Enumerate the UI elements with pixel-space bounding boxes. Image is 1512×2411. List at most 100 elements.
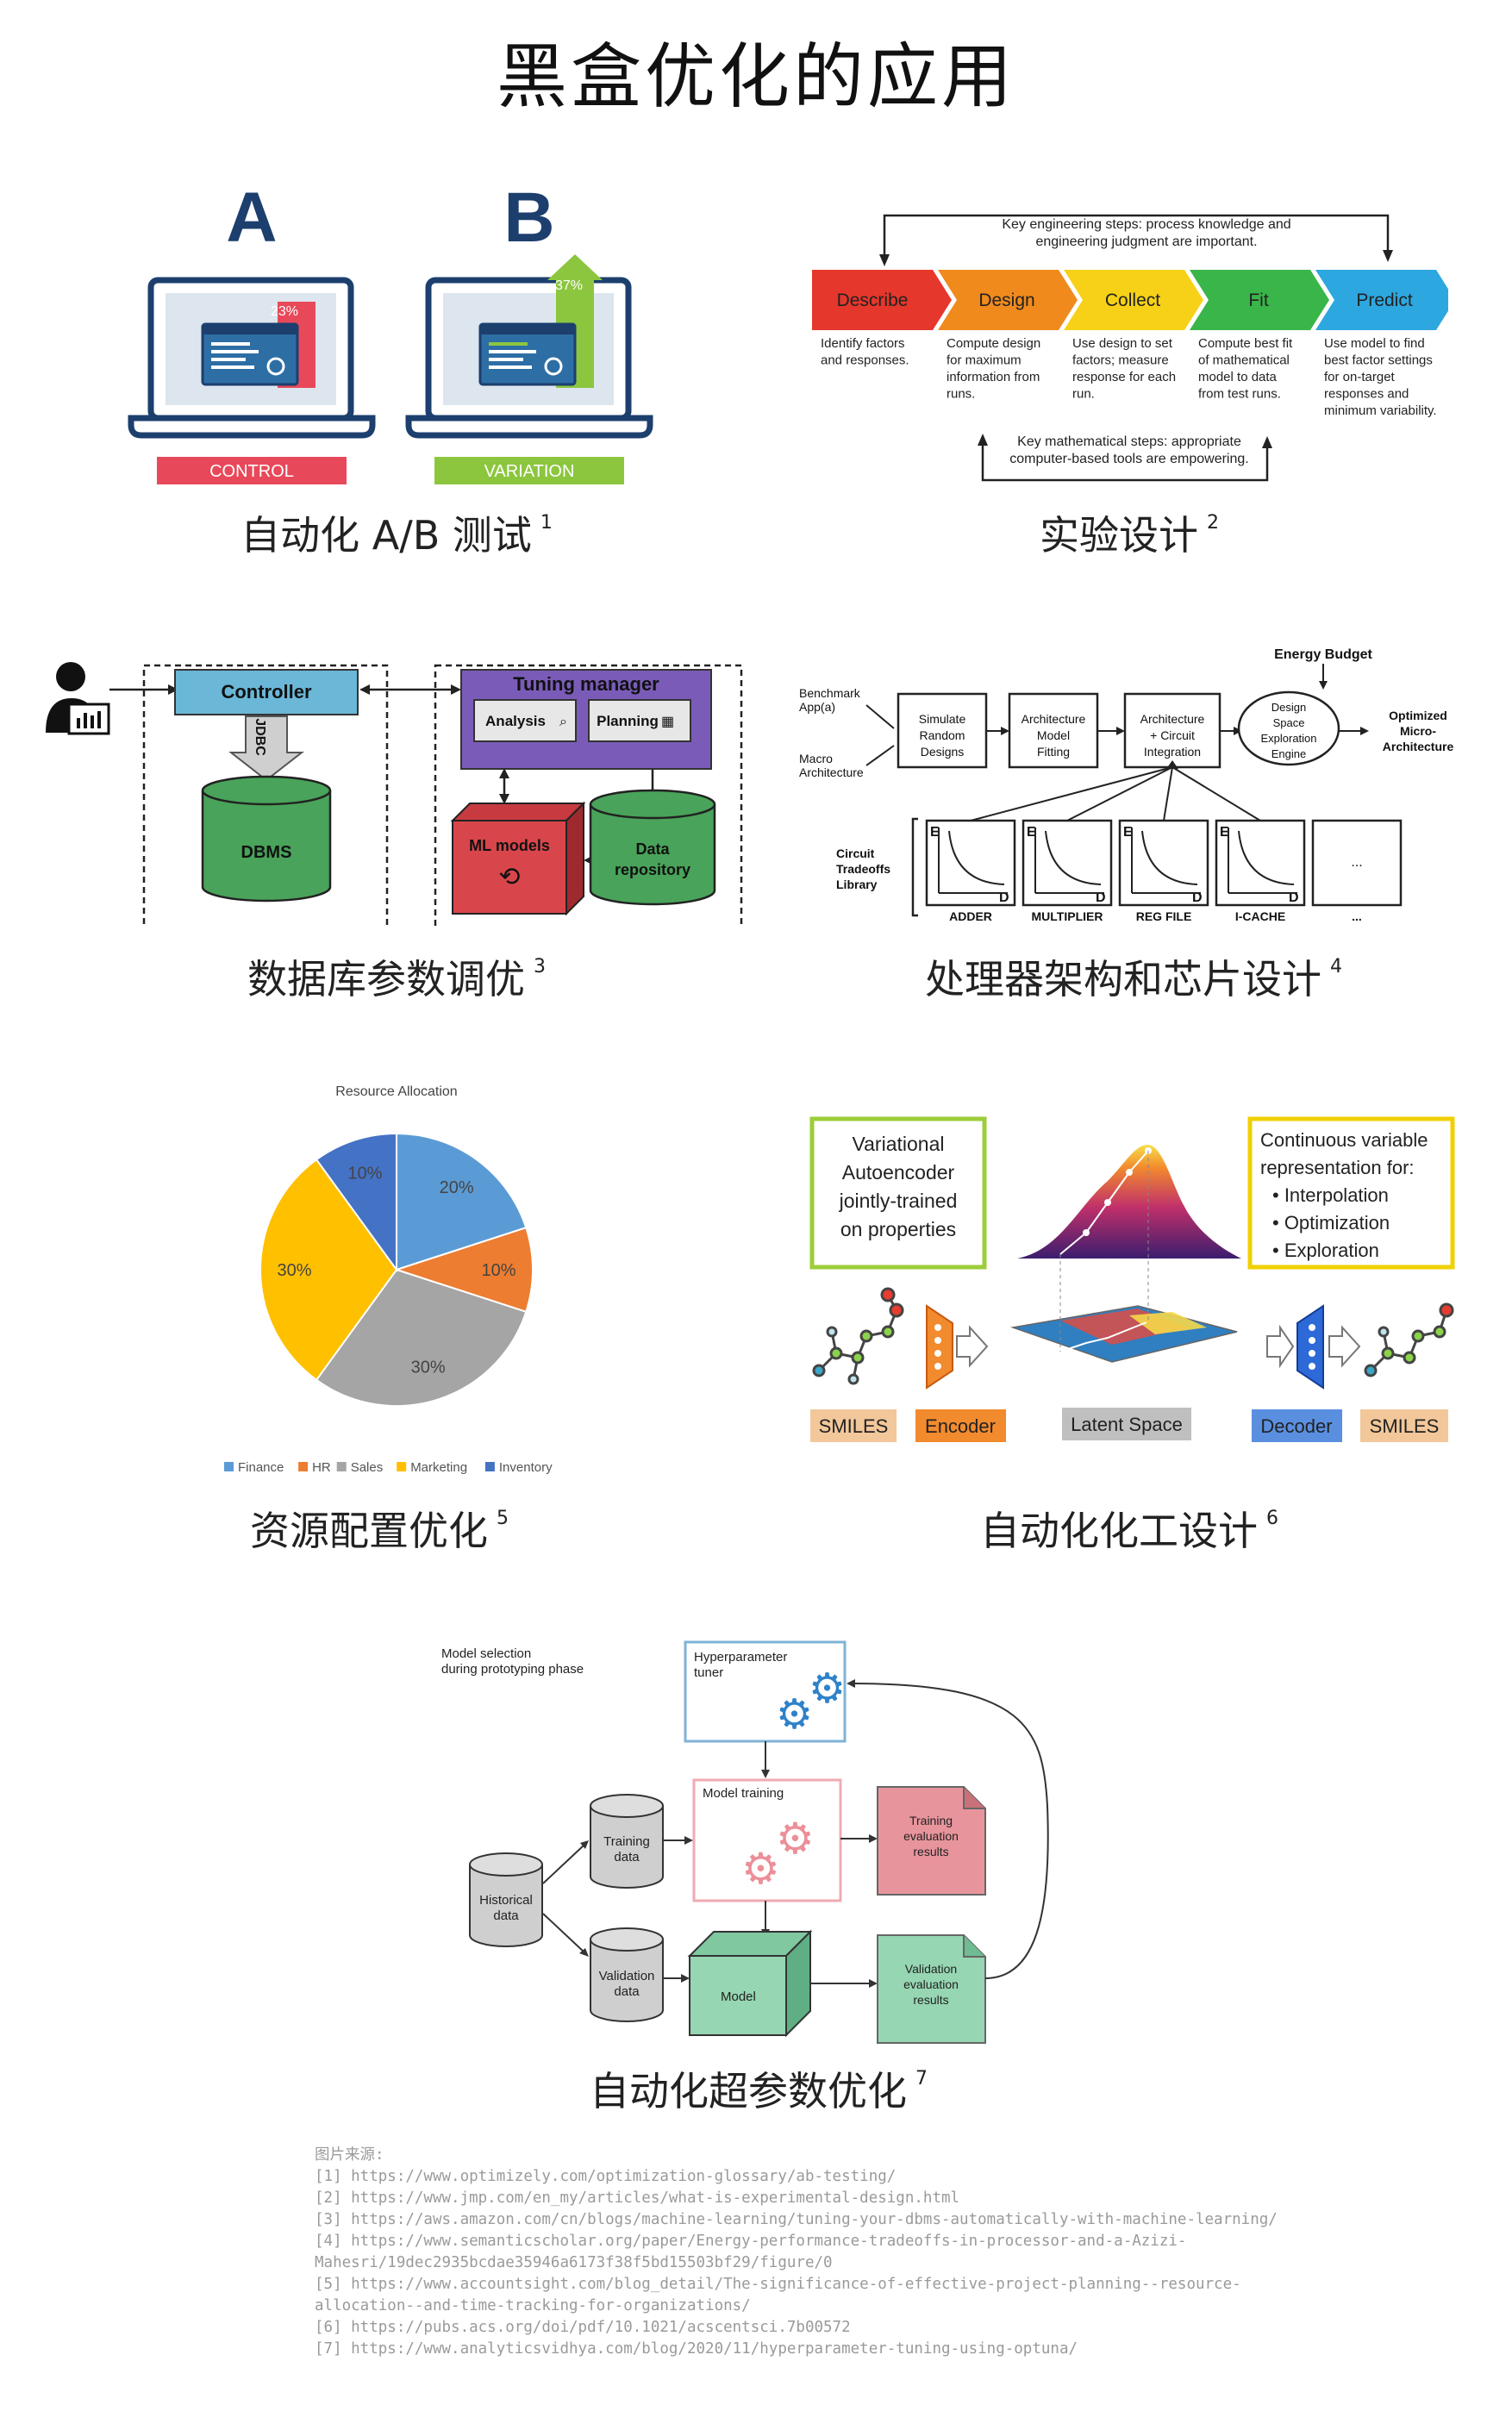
val-eval-text: Validation: [905, 1962, 957, 1976]
integ-text: Integration: [1144, 745, 1201, 759]
circuit-cell: [1022, 819, 1113, 907]
pie-labels: 20%10%30%30%10%: [277, 1164, 515, 1377]
latent-landscape: [1010, 1144, 1241, 1363]
cont-text: representation for:: [1260, 1157, 1415, 1178]
cont-text: Continuous variable: [1260, 1129, 1428, 1151]
step-description: Identify factors: [821, 336, 905, 351]
lib-text: Tradeoffs: [836, 862, 890, 876]
step-chevron: [1315, 270, 1448, 330]
cont-bullet: • Interpolation: [1272, 1184, 1389, 1206]
doe-bottom-note-1: Key mathematical steps: appropriate: [1017, 434, 1241, 449]
pie-slice-label: 10%: [481, 1261, 515, 1280]
reference-line: [6] https://pubs.acs.org/doi/pdf/10.1021…: [315, 2319, 851, 2336]
laptop-b-icon: [405, 254, 653, 484]
reference-line: [2] https://www.jmp.com/en_my/articles/w…: [315, 2189, 960, 2207]
vae-box: VariationalAutoencoderjointly-trainedon …: [839, 1133, 958, 1240]
molecule-left-icon: [812, 1287, 904, 1385]
references: 图片来源: [1] https://www.optimizely.com/opt…: [315, 2145, 1435, 2360]
step-description: runs.: [947, 387, 975, 402]
pie-slice-label: 10%: [347, 1164, 382, 1183]
ml-models-label: ML models: [469, 837, 550, 854]
model-training-label: Model training: [703, 1786, 784, 1801]
references-header: 图片来源:: [315, 2146, 384, 2164]
cell-axis-d: D: [1289, 890, 1299, 905]
pie-slice: [315, 1268, 528, 1407]
vae-text: Autoencoder: [842, 1161, 955, 1184]
reference-line: [7] https://www.analyticsvidhya.com/blog…: [315, 2340, 1078, 2358]
cell-axis-d: D: [999, 890, 1009, 905]
cont-bullet: • Exploration: [1272, 1240, 1379, 1261]
refresh-icon: ⟲: [498, 863, 520, 891]
model-text: Model: [1037, 728, 1070, 742]
variant-b-letter: B: [503, 178, 554, 257]
gear-icon: ⚙: [776, 1692, 813, 1738]
circuit-cell: [1118, 819, 1209, 907]
train-eval-text: results: [913, 1845, 948, 1858]
model-text: Architecture: [1022, 712, 1086, 726]
historical-data-text: Historical: [479, 1893, 533, 1908]
circuit-cell: [1311, 819, 1403, 907]
reference-line: allocation--and-time-tracking-for-organi…: [315, 2297, 751, 2314]
controller-box: Controller: [221, 681, 312, 703]
opt-text: Micro-: [1400, 724, 1436, 738]
doe-top-note-2: engineering judgment are important.: [1035, 234, 1257, 249]
variant-a-letter: A: [226, 178, 277, 257]
ml-models-cube: [450, 801, 586, 916]
cell-axis-e: E: [1027, 825, 1036, 840]
cell-ellipsis: ...: [1351, 855, 1362, 870]
hpo-figure: Model selection during prototyping phase…: [441, 1640, 1049, 2044]
step-label: Fit: [1248, 290, 1268, 310]
vae-text: Variational: [853, 1133, 945, 1155]
benchmark-label-1: Benchmark: [799, 686, 861, 700]
val-eval-text: evaluation: [903, 1977, 959, 1991]
step-chevron: [812, 270, 952, 330]
opt-text: Architecture: [1383, 740, 1454, 753]
legend-entry: HR: [312, 1460, 331, 1475]
reference-line: Mahesri/19dec2935bcdae35946a6173f38f5bd1…: [315, 2254, 833, 2271]
legend-entry: Inventory: [499, 1460, 553, 1475]
training-data-text: data: [614, 1850, 640, 1864]
val-eval-text: results: [913, 1993, 948, 2007]
model-selection-label-2: during prototyping phase: [441, 1662, 584, 1677]
continuous-rep-box: Continuous variable representation for: • …: [1260, 1129, 1428, 1261]
hp-tuner-label-1: Hyperparameter: [694, 1650, 787, 1665]
step-chevron: [938, 270, 1078, 330]
energy-budget-label: Energy Budget: [1274, 647, 1372, 662]
dse-text: Engine: [1271, 747, 1306, 760]
jdbc-label: JDBC: [253, 718, 267, 756]
sim-text: Simulate: [919, 712, 966, 726]
step-description: Use design to set: [1072, 336, 1173, 351]
model-cube: [687, 1929, 813, 2038]
opt-text: Optimized: [1389, 709, 1447, 722]
cell-axis-d: D: [1192, 890, 1203, 905]
step-description: run.: [1072, 387, 1095, 402]
circuit-cell: [1215, 819, 1306, 907]
pie-slice-label: 20%: [440, 1178, 474, 1197]
legend-entry: Finance: [238, 1460, 284, 1475]
tuning-manager-title: Tuning manager: [513, 673, 659, 695]
gear-icon: ⚙: [776, 1814, 815, 1863]
reference-line: [5] https://www.accountsight.com/blog_de…: [315, 2276, 1241, 2293]
planning-label: Planning: [597, 713, 659, 729]
lib-text: Circuit: [836, 846, 875, 860]
validation-data-cylinder: [590, 1927, 664, 2022]
smiles-left-label: SMILES: [819, 1415, 889, 1437]
sim-text: Random: [920, 728, 965, 742]
data-repo-label-1: Data: [635, 840, 670, 858]
smiles-right-label: SMILES: [1370, 1415, 1440, 1437]
circuit-cell: [925, 819, 1016, 907]
dse-text: Space: [1273, 716, 1305, 729]
data-repository-cylinder: [589, 789, 716, 906]
dse-text: Design: [1271, 701, 1306, 714]
step-label: Describe: [837, 290, 909, 310]
cell-label: I-CACHE: [1235, 909, 1285, 923]
hp-tuner-label-2: tuner: [694, 1665, 723, 1680]
